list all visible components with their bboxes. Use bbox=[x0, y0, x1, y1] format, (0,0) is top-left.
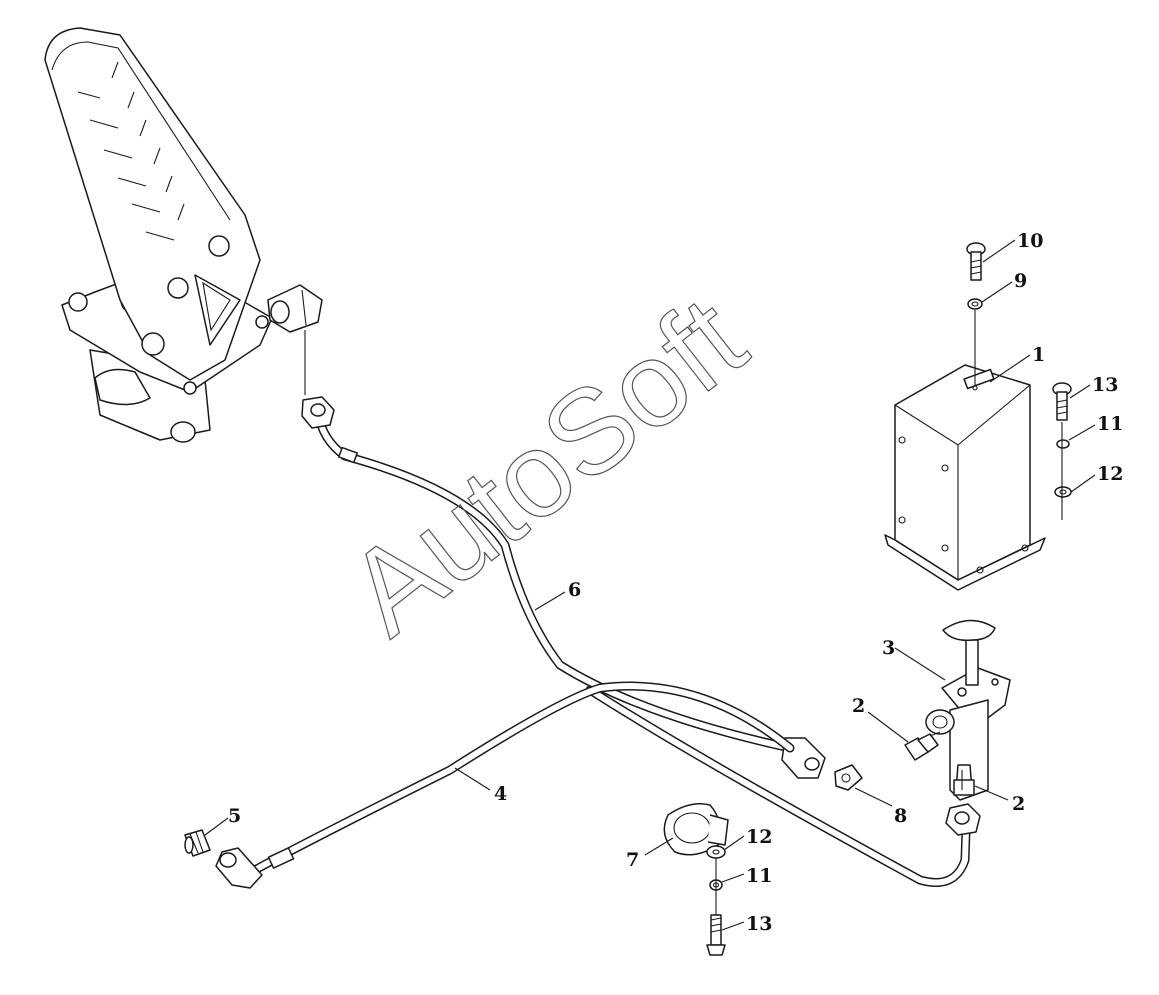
washer-9 bbox=[967, 298, 983, 310]
callout-9: 9 bbox=[1014, 270, 1027, 292]
grommet-7 bbox=[663, 803, 729, 856]
washer-12-upper bbox=[1054, 486, 1072, 498]
brake-pedal-assembly bbox=[44, 27, 323, 443]
callout-6: 6 bbox=[568, 579, 581, 601]
washer-11-upper bbox=[1056, 439, 1070, 449]
bolt-13-upper bbox=[1052, 382, 1072, 421]
callout-12-lower: 12 bbox=[746, 826, 772, 848]
tube-4 bbox=[215, 681, 795, 889]
callout-2-upper: 2 bbox=[852, 695, 865, 717]
callout-13-upper: 13 bbox=[1092, 374, 1118, 396]
callout-11-upper: 11 bbox=[1097, 413, 1123, 435]
clamp-8 bbox=[834, 764, 863, 791]
bolt-13-lower bbox=[706, 914, 726, 956]
callout-10: 10 bbox=[1017, 230, 1043, 252]
tube-6 bbox=[301, 396, 981, 887]
box-1 bbox=[884, 364, 1046, 591]
callout-1: 1 bbox=[1032, 344, 1045, 366]
leader-lines bbox=[204, 239, 1096, 931]
callout-12-upper: 12 bbox=[1097, 463, 1123, 485]
callout-13-lower: 13 bbox=[746, 913, 772, 935]
fitting-2-upper bbox=[904, 731, 941, 761]
callout-labels: 1 2 2 3 4 5 6 7 8 9 10 11 11 12 12 13 13 bbox=[228, 230, 1123, 935]
bolt-10 bbox=[966, 242, 986, 281]
callout-4: 4 bbox=[494, 783, 507, 805]
callout-11-lower: 11 bbox=[746, 865, 772, 887]
callout-2-lower: 2 bbox=[1012, 793, 1025, 815]
fitting-2-lower bbox=[953, 764, 975, 796]
callout-8: 8 bbox=[894, 805, 907, 827]
callout-7: 7 bbox=[626, 849, 639, 871]
callout-3: 3 bbox=[882, 637, 895, 659]
washer-12-lower bbox=[706, 845, 726, 859]
fitting-5 bbox=[184, 829, 211, 857]
callout-5: 5 bbox=[228, 805, 241, 827]
